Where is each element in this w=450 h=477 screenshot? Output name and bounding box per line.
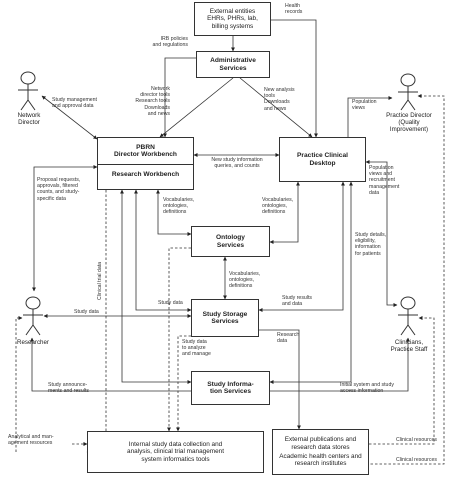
- practice-director-label: Practice Director (Quality Improvement): [386, 112, 432, 134]
- vocab-lower-label: Vocabularies, ontologies, definitions: [229, 271, 261, 290]
- new-analysis-tools-label: New analysis tools Downloads and news: [264, 87, 295, 112]
- study-data-analyze-label: Study data to analyze and manage: [182, 339, 211, 358]
- network-director-link: [41, 95, 98, 140]
- admin-to-director-arrow: [159, 77, 234, 138]
- ontology-internal-arrow: [167, 247, 191, 432]
- clinical-resources-1-label: Clinical resources: [396, 437, 437, 443]
- study-data-top-label: Study data: [158, 300, 183, 306]
- clinical-resources-1-arrow: [369, 316, 435, 445]
- researcher-label: Researcher: [17, 339, 49, 346]
- admin-to-desktop-arrow: [239, 77, 313, 138]
- access-info-arrow: [270, 337, 410, 392]
- health-records-arrow: [271, 19, 318, 138]
- recruitment-link: [365, 160, 398, 307]
- external-entities-label: External entities EHRs, PHRs, lab, billi…: [207, 7, 258, 30]
- internal-study-label: Internal study data collection and analy…: [127, 440, 224, 463]
- external-entities-box: External entities EHRs, PHRs, lab, billi…: [194, 2, 271, 36]
- health-records-label: Health records: [285, 3, 303, 16]
- vocab-right-label: Vocabularies, ontologies, definitions: [262, 197, 294, 216]
- administrative-services-box: Administrative Services: [196, 51, 270, 78]
- network-director-label: Network Director: [17, 112, 41, 127]
- initial-system-label: Initial system and study access informat…: [340, 382, 394, 395]
- research-workbench-label: Research Workbench: [98, 163, 193, 178]
- clinicians-label: Clinicians, Practice Staff: [390, 339, 428, 354]
- external-publications-label: External publications and research data …: [284, 436, 357, 451]
- research-data-label: Research data: [277, 332, 300, 345]
- new-study-info-label: New study information queries, and count…: [211, 157, 263, 170]
- study-data-left-label: Study data: [74, 309, 99, 315]
- clinical-resources-2-arrow: [366, 94, 445, 465]
- clinical-trial-data-label: Clinical trial data: [97, 261, 103, 300]
- desktop-info-link: [269, 181, 353, 384]
- pbrn-director-workbench-box: PBRN Director Workbench Research Workben…: [97, 137, 194, 190]
- irb-arrow: [163, 57, 196, 138]
- academic-centers-label: Academic health centers and research ins…: [279, 453, 362, 468]
- study-results-label: Study results and data: [282, 295, 312, 308]
- practice-clinical-label: Practice Clinical Desktop: [297, 152, 348, 167]
- clinicians-actor: [398, 296, 418, 336]
- internal-study-data-box: Internal study data collection and analy…: [87, 431, 264, 473]
- study-information-services-box: Study Informa- tion Services: [191, 371, 270, 405]
- study-storage-services-box: Study Storage Services: [191, 299, 259, 337]
- study-announcements-label: Study announce- ments and results: [48, 382, 89, 395]
- administrative-services-label: Administrative Services: [210, 57, 256, 72]
- practice-director-actor: [398, 73, 418, 111]
- analytical-resources-label: Analytical and man- agement resources: [8, 434, 54, 447]
- vocab-left-label: Vocabularies, ontologies, definitions: [163, 197, 195, 216]
- study-management-label: Study management and approval data: [52, 97, 97, 110]
- clinical-resources-2-label: Clinical resources: [396, 457, 437, 463]
- population-views-label: Population views: [352, 99, 377, 112]
- population-views-arrow: [347, 96, 393, 137]
- study-information-label: Study Informa- tion Services: [207, 380, 254, 395]
- irb-label: IRB policies and regulations: [152, 36, 188, 49]
- network-tools-label: Network director tools Research tools Do…: [135, 86, 170, 117]
- ontology-services-label: Ontology Services: [216, 234, 245, 249]
- proposal-requests-label: Proposal requests, approvals, filtered c…: [37, 177, 81, 202]
- network-director-actor: [18, 71, 38, 111]
- study-details-label: Study details, eligibility, information …: [355, 232, 387, 257]
- ontology-services-box: Ontology Services: [191, 226, 270, 257]
- clinical-trial-data-arrow: [86, 190, 107, 454]
- researcher-actor: [23, 296, 43, 336]
- population-recruitment-label: Population views and recruitment managem…: [369, 165, 400, 196]
- study-storage-label: Study Storage Services: [202, 310, 248, 325]
- announcements-arrow: [30, 337, 191, 392]
- proposal-link: [32, 165, 98, 292]
- workbench-info-link: [120, 189, 192, 384]
- external-publications-box: External publications and research data …: [272, 429, 369, 475]
- research-data-arrow: [259, 329, 301, 430]
- pbrn-director-label: PBRN Director Workbench: [114, 144, 177, 159]
- practice-clinical-desktop-box: Practice Clinical Desktop: [279, 137, 366, 182]
